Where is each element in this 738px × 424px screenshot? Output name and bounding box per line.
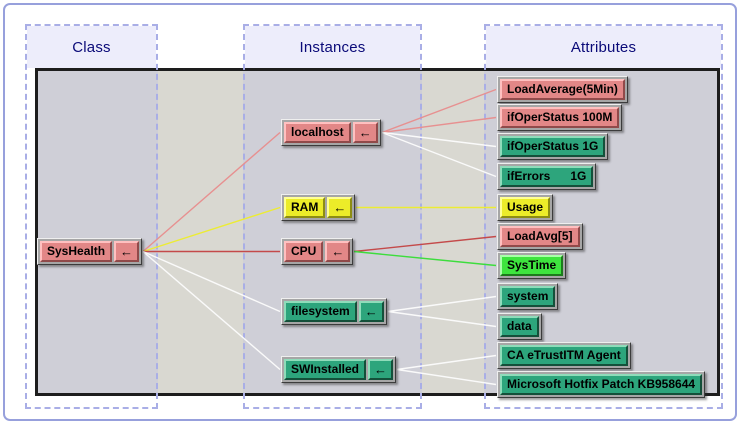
- node-label: filesystem: [284, 301, 357, 322]
- node-syshealth[interactable]: SysHealth←: [37, 238, 143, 265]
- node-label: Microsoft Hotfix Patch KB958644: [500, 374, 703, 395]
- node-label: CA eTrustITM Agent: [500, 345, 628, 366]
- node-label: data: [500, 316, 539, 337]
- back-arrow-icon[interactable]: ←: [325, 241, 351, 262]
- node-label: ifErrors 1G: [500, 166, 594, 187]
- node-label: localhost: [284, 122, 351, 143]
- node-filesystem[interactable]: filesystem←: [281, 298, 387, 325]
- back-arrow-icon[interactable]: ←: [352, 122, 378, 143]
- node-ca-etrust-agent[interactable]: CA eTrustITM Agent: [497, 342, 631, 369]
- node-ifoperstatus1g[interactable]: ifOperStatus 1G: [497, 133, 609, 160]
- node-label: SysTime: [500, 255, 564, 276]
- node-iferrors1g[interactable]: ifErrors 1G: [497, 163, 597, 190]
- back-arrow-icon[interactable]: ←: [368, 359, 394, 380]
- back-arrow-icon[interactable]: ←: [114, 241, 140, 262]
- node-label: ifOperStatus 100M: [500, 107, 620, 128]
- class-column-tint: [38, 71, 158, 393]
- node-label: RAM: [284, 197, 326, 218]
- node-label: SysHealth: [40, 241, 113, 262]
- node-swinstalled[interactable]: SWInstalled←: [281, 356, 397, 383]
- node-label: LoadAverage(5Min): [500, 79, 625, 100]
- live-status-diagram-window: Class Instances Attributes SysHealth←loc…: [3, 3, 737, 421]
- back-arrow-icon[interactable]: ←: [358, 301, 384, 322]
- node-label: ifOperStatus 1G: [500, 136, 606, 157]
- node-loadavg5[interactable]: LoadAvg[5]: [497, 223, 583, 250]
- node-cpu[interactable]: CPU←: [281, 238, 354, 265]
- back-arrow-icon[interactable]: ←: [327, 197, 353, 218]
- node-data[interactable]: data: [497, 313, 542, 340]
- node-label: SWInstalled: [284, 359, 367, 380]
- node-layer: SysHealth←localhost←RAM←CPU←filesystem←S…: [5, 5, 735, 419]
- node-label: system: [500, 286, 556, 307]
- node-localhost[interactable]: localhost←: [281, 119, 381, 146]
- node-systime[interactable]: SysTime: [497, 252, 567, 279]
- node-system[interactable]: system: [497, 283, 559, 310]
- node-label: Usage: [500, 197, 551, 218]
- node-ms-hotfix[interactable]: Microsoft Hotfix Patch KB958644: [497, 371, 706, 398]
- node-label: CPU: [284, 241, 324, 262]
- node-loadaverage5min[interactable]: LoadAverage(5Min): [497, 76, 628, 103]
- node-label: LoadAvg[5]: [500, 226, 580, 247]
- node-ifoperstatus100m[interactable]: ifOperStatus 100M: [497, 104, 623, 131]
- node-usage[interactable]: Usage: [497, 194, 554, 221]
- node-ram[interactable]: RAM←: [281, 194, 356, 221]
